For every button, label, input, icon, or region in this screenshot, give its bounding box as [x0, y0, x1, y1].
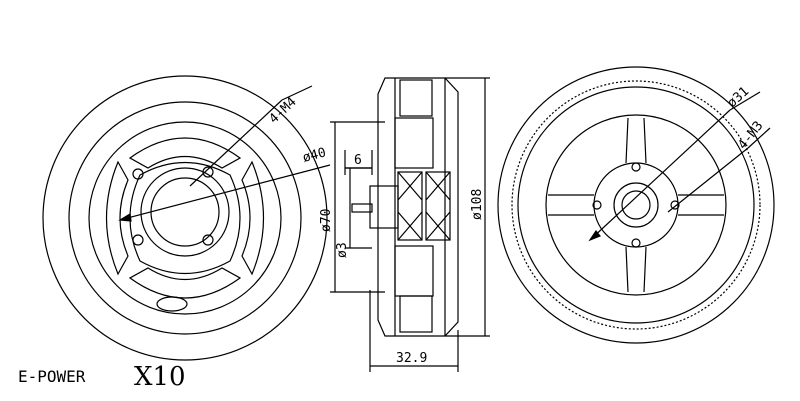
- side-housing: [377, 77, 459, 337]
- side-view: [330, 77, 490, 372]
- rear-leader-m3: [667, 147, 749, 213]
- side-bearing-cross: [397, 171, 423, 201]
- rear-view: [497, 66, 775, 344]
- front-leader-m4: [189, 99, 283, 187]
- rear-diameter-label: ø31: [725, 84, 752, 111]
- rear-spoke-top: [625, 117, 647, 164]
- front-outer-rim: [42, 75, 328, 361]
- front-spoke-window-right: [241, 160, 265, 276]
- rear-hub-outer: [613, 182, 659, 228]
- side-bearing-cross: [397, 211, 423, 241]
- front-spoke-window-bottom: [128, 267, 242, 299]
- brand-label: E-POWER: [18, 367, 86, 386]
- rear-bolt-hole: [592, 200, 602, 210]
- front-spoke-window-top: [128, 137, 242, 169]
- rear-inner-rim: [517, 86, 755, 324]
- rear-spoke-right: [678, 194, 724, 216]
- side-dim-108: ø108: [470, 189, 485, 220]
- side-dim-70: ø70: [319, 209, 334, 232]
- rear-leader-d31-tail: [729, 91, 761, 111]
- front-bolt-hole: [132, 168, 144, 180]
- side-mount-flange: [369, 185, 399, 229]
- front-cable-slot: [156, 296, 188, 312]
- rear-hub-inner: [621, 190, 651, 220]
- side-bearing-left: [397, 171, 423, 241]
- front-leader-d40: [119, 164, 331, 221]
- front-hub-outer: [140, 167, 230, 257]
- front-view: [42, 75, 331, 361]
- rear-bolt-hole: [631, 162, 641, 172]
- front-leader-m4-tail: [281, 85, 313, 101]
- rear-knurl-ring: [511, 80, 761, 330]
- rear-bolt-hole: [631, 238, 641, 248]
- side-bearing-right: [425, 171, 451, 241]
- front-diameter-label: ø40: [301, 145, 328, 166]
- rear-outer-rim: [497, 66, 775, 344]
- side-shaft: [351, 203, 373, 213]
- side-winding-bottom: [399, 295, 433, 333]
- rear-hub-ring: [593, 162, 679, 248]
- front-arrow: [118, 213, 132, 222]
- side-winding-top: [399, 79, 433, 117]
- rear-leader-m3-tail: [747, 127, 771, 149]
- side-dim-3: ø3: [335, 242, 350, 258]
- side-dim-6: 6: [354, 153, 362, 168]
- side-dim-width: 32.9: [396, 351, 427, 366]
- rear-spoke-left: [548, 194, 594, 216]
- front-bolt-hole: [202, 234, 214, 246]
- front-flange: [129, 161, 241, 275]
- rear-bolt-hole: [670, 200, 680, 210]
- front-body-ring: [88, 121, 282, 315]
- model-label: X10: [134, 362, 186, 392]
- side-stator-bottom: [394, 245, 434, 297]
- rear-leader-d31: [589, 109, 731, 241]
- side-bearing-cross: [425, 171, 451, 201]
- rear-spoke-bottom: [625, 246, 647, 293]
- rear-body-ring: [545, 114, 727, 296]
- front-spoke-window-left: [105, 160, 129, 276]
- rear-arrow: [588, 229, 601, 242]
- side-bearing-cross: [425, 211, 451, 241]
- front-inner-rim: [68, 101, 302, 335]
- front-bolt-label: 4-M4: [266, 94, 299, 126]
- side-stator-top: [394, 117, 434, 169]
- front-bolt-hole: [132, 234, 144, 246]
- front-bolt-hole: [202, 166, 214, 178]
- front-hub-inner: [150, 177, 220, 247]
